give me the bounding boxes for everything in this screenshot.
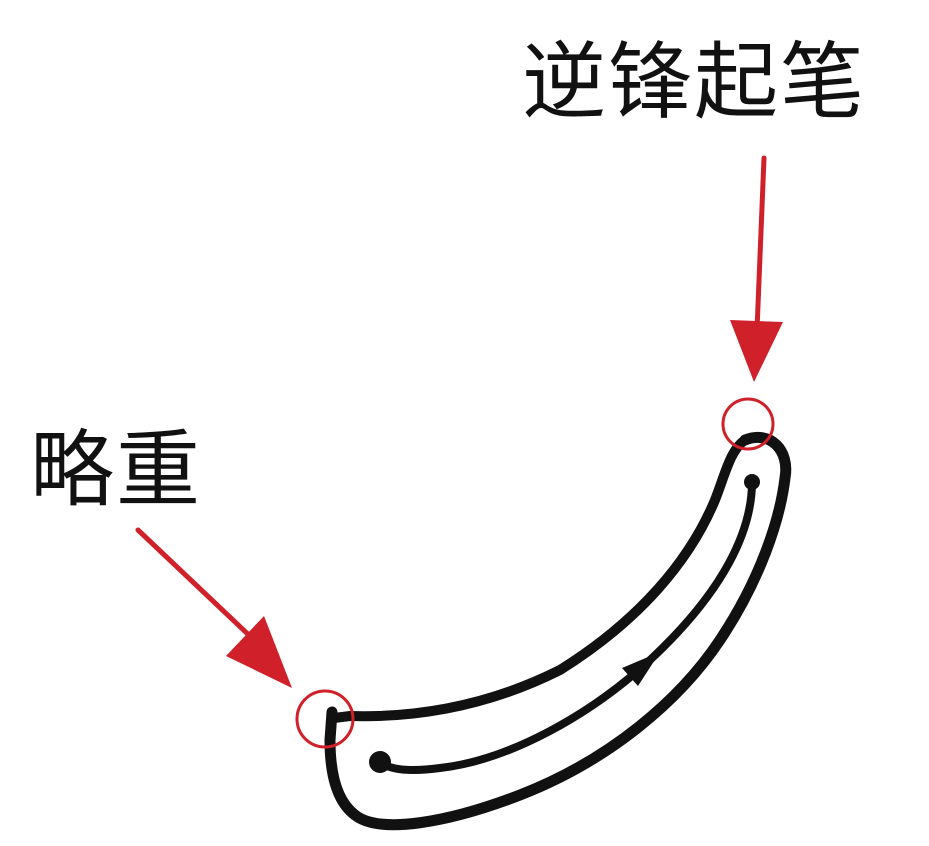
- heavy-arrow-shaft: [135, 527, 255, 641]
- heavy-pointer-arrow: [135, 527, 292, 688]
- start-pointer-arrow: [730, 155, 783, 382]
- heavy-stroke-label: 略重: [30, 421, 203, 519]
- start-arrowhead-icon: [730, 320, 783, 382]
- brush-direction-path: [376, 478, 756, 774]
- stroke-end-dot: [369, 751, 391, 773]
- brush-stroke-outline: [324, 431, 792, 831]
- heavy-arrowhead-icon: [226, 616, 292, 688]
- direction-path-line: [376, 478, 756, 774]
- start-arrow-shaft: [754, 155, 767, 333]
- stroke-start-dot: [744, 474, 760, 490]
- start-highlight-circle: [721, 397, 775, 451]
- direction-arrowhead-icon: [622, 652, 660, 686]
- stroke-inner-contour: [329, 435, 750, 723]
- heavy-highlight-circle: [295, 689, 355, 749]
- stroke-outer-contour: [324, 431, 792, 831]
- start-stroke-label: 逆锋起笔: [522, 33, 867, 131]
